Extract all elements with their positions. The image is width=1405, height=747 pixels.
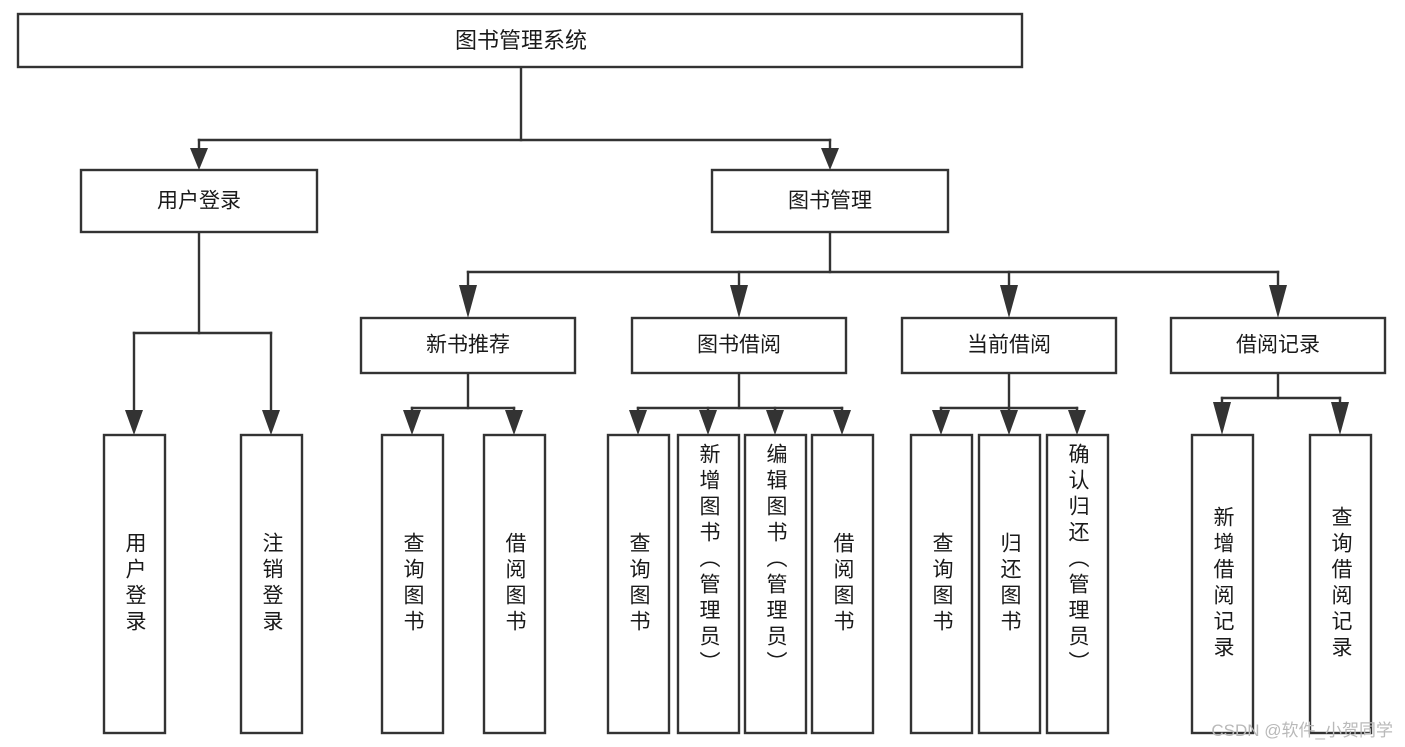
node-book-borrow-label: 图书借阅 [697,334,781,357]
node-new-book-box[interactable] [359,316,577,375]
leaf-cur-query-box[interactable] [909,433,974,735]
node-root-label: 图书管理系统 [455,28,587,53]
arrow-head-bb-query [629,410,647,435]
leaf-logout-box[interactable] [239,433,304,735]
arrow-head-nb-borrow [505,410,523,435]
arrow-head-userlogin [190,148,208,170]
leaf-cur-confirm-box[interactable] [1045,433,1110,735]
leaf-cur-return-box[interactable] [977,433,1042,735]
node-book-manage-label: 图书管理 [788,190,872,213]
arrow-head-bb-edit [766,410,784,435]
arrow-head-leaf-user-login [125,410,143,435]
arrow-head-nb-query [403,410,421,435]
arrow-head-newbook [459,285,477,318]
arrow-head-leaf-logout [262,410,280,435]
leaf-bb-query-box[interactable] [606,433,671,735]
arrow-head-bookmanage [821,148,839,170]
arrow-head-cur-query [932,410,950,435]
leaf-bb-borrow-box[interactable] [810,433,875,735]
arrow-head-current [1000,285,1018,318]
node-borrow-record-box[interactable] [1169,316,1387,375]
arrow-head-bb-borrow [833,410,851,435]
leaf-rec-add-box[interactable] [1190,433,1255,735]
node-root-box[interactable] [16,12,1024,69]
arrow-head-cur-confirm [1068,410,1086,435]
arrow-head-record [1269,285,1287,318]
node-book-borrow-box[interactable] [630,316,848,375]
arrow-head-cur-return [1000,410,1018,435]
node-borrow-record-label: 借阅记录 [1236,334,1320,357]
node-user-login-label: 用户登录 [157,190,241,213]
arrow-head-bookborrow [730,285,748,318]
arrow-head-rec-add [1213,402,1231,435]
leaf-nb-query-box[interactable] [380,433,445,735]
node-current-borrow-box[interactable] [900,316,1118,375]
node-current-borrow-label: 当前借阅 [967,334,1051,357]
leaf-user-login-box[interactable] [102,433,167,735]
arrow-head-bb-add [699,410,717,435]
leaf-bb-edit-box[interactable] [743,433,808,735]
node-book-manage-box[interactable] [710,168,950,234]
connector-layer [125,65,1349,435]
node-layer: 图书管理系统 用户登录 图书管理 新书推荐 图书借阅 当前借阅 借阅记录 [16,12,1387,735]
leaf-nb-borrow-box[interactable] [482,433,547,735]
node-user-login-box[interactable] [79,168,319,234]
node-new-book-label: 新书推荐 [426,334,510,357]
arrow-head-rec-query [1331,402,1349,435]
leaf-bb-add-box[interactable] [676,433,741,735]
leaf-rec-query-box[interactable] [1308,433,1373,735]
